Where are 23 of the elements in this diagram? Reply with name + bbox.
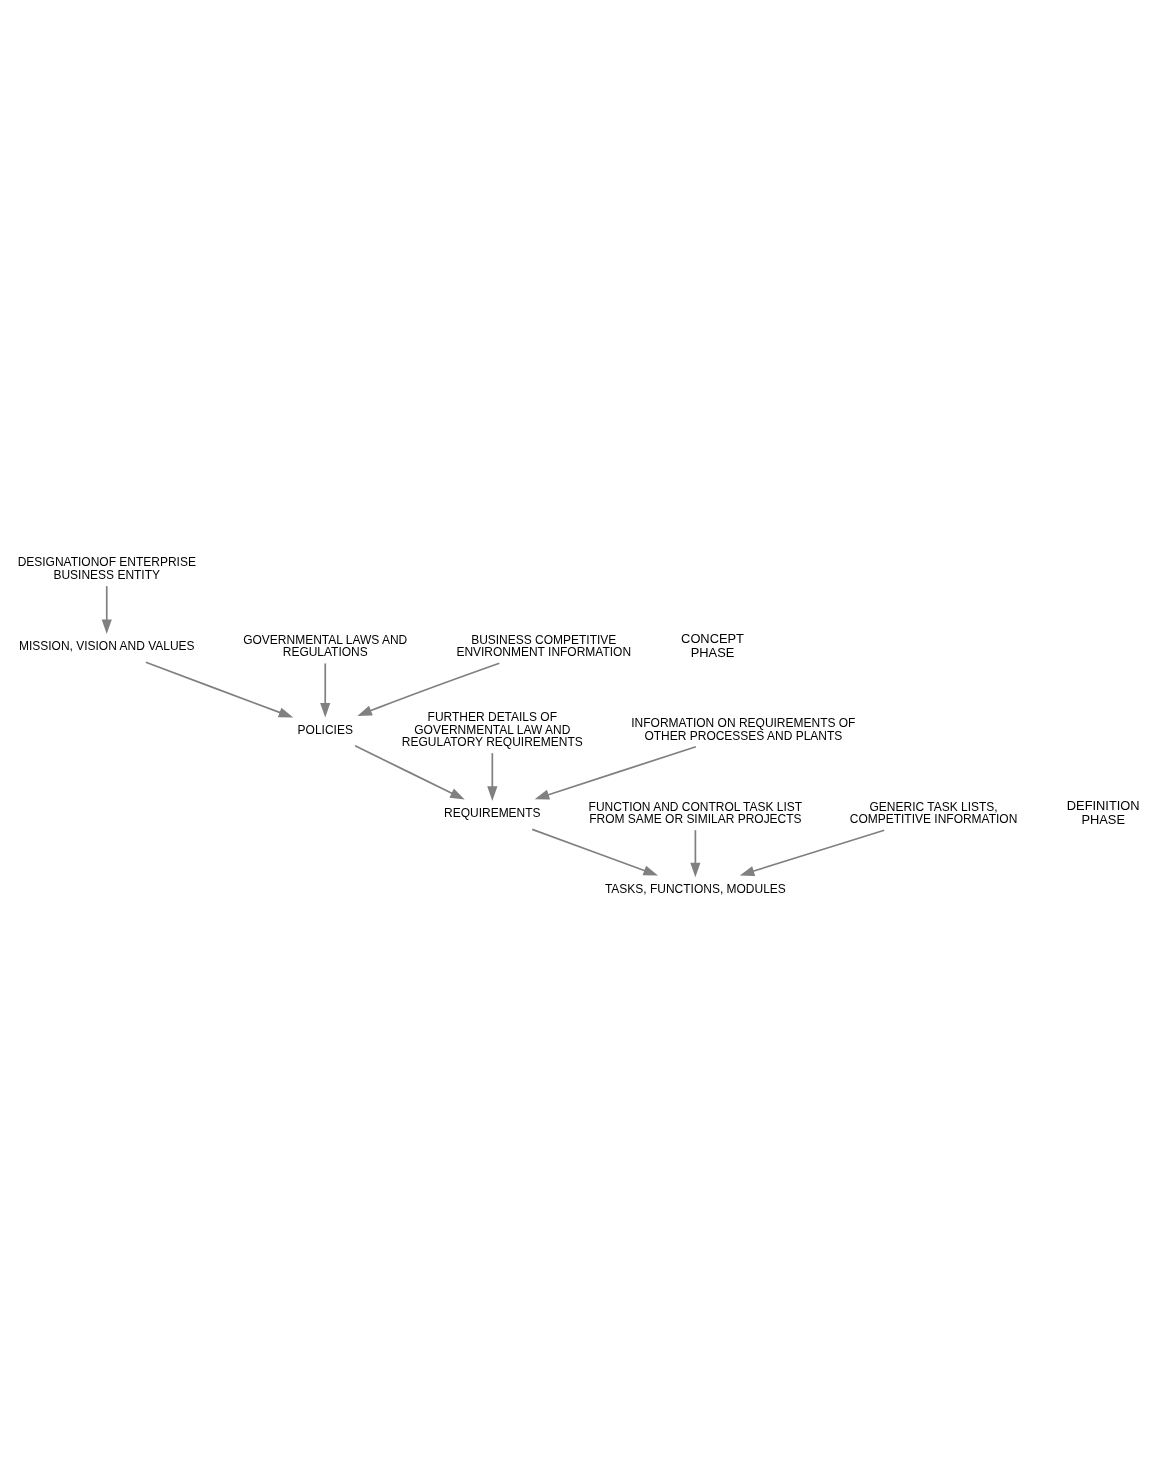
- node-text: MISSION, VISION AND VALUES: [18, 638, 195, 653]
- node-text: INFORMATION ON REQUIREMENTS OF OTHER PROCESSES AND PLANTS: [631, 715, 856, 743]
- node-text: GOVERNMENTAL LAWS AND REGULATIONS: [243, 632, 408, 659]
- node-text: DESIGNATIONOF ENTERPRISE BUSINESS ENTITY: [17, 554, 196, 582]
- arrow: [357, 661, 501, 716]
- arrow: [739, 828, 886, 876]
- arrow: [534, 745, 697, 800]
- node-text: FUNCTION AND CONTROL TASK LIST FROM SAME OR SIMILAR PROJECTS: [588, 799, 803, 826]
- node-text: TASKS, FUNCTIONS, MODULES: [604, 881, 786, 896]
- label: CONCEPT PHASE: [681, 630, 744, 660]
- label: DEFINITION PHASE: [1066, 797, 1140, 827]
- arrow: [690, 828, 701, 877]
- node-text: FURTHER DETAILS OF GOVERNMENTAL LAW AND REGULATORY REQUIREMENTS: [401, 709, 583, 749]
- node-text: REQUIREMENTS: [444, 805, 541, 820]
- node-text: BUSINESS COMPETITIVE ENVIRONMENT INFORMATION: [456, 632, 632, 659]
- arrow: [144, 660, 294, 717]
- node-text: GENERIC TASK LISTS, COMPETITIVE INFORMATION: [849, 799, 1018, 826]
- arrow: [101, 584, 112, 634]
- arrow: [320, 662, 331, 717]
- arrow: [487, 751, 498, 801]
- arrow: [531, 828, 659, 876]
- node-text: POLICIES: [297, 722, 353, 737]
- arrow: [354, 744, 465, 800]
